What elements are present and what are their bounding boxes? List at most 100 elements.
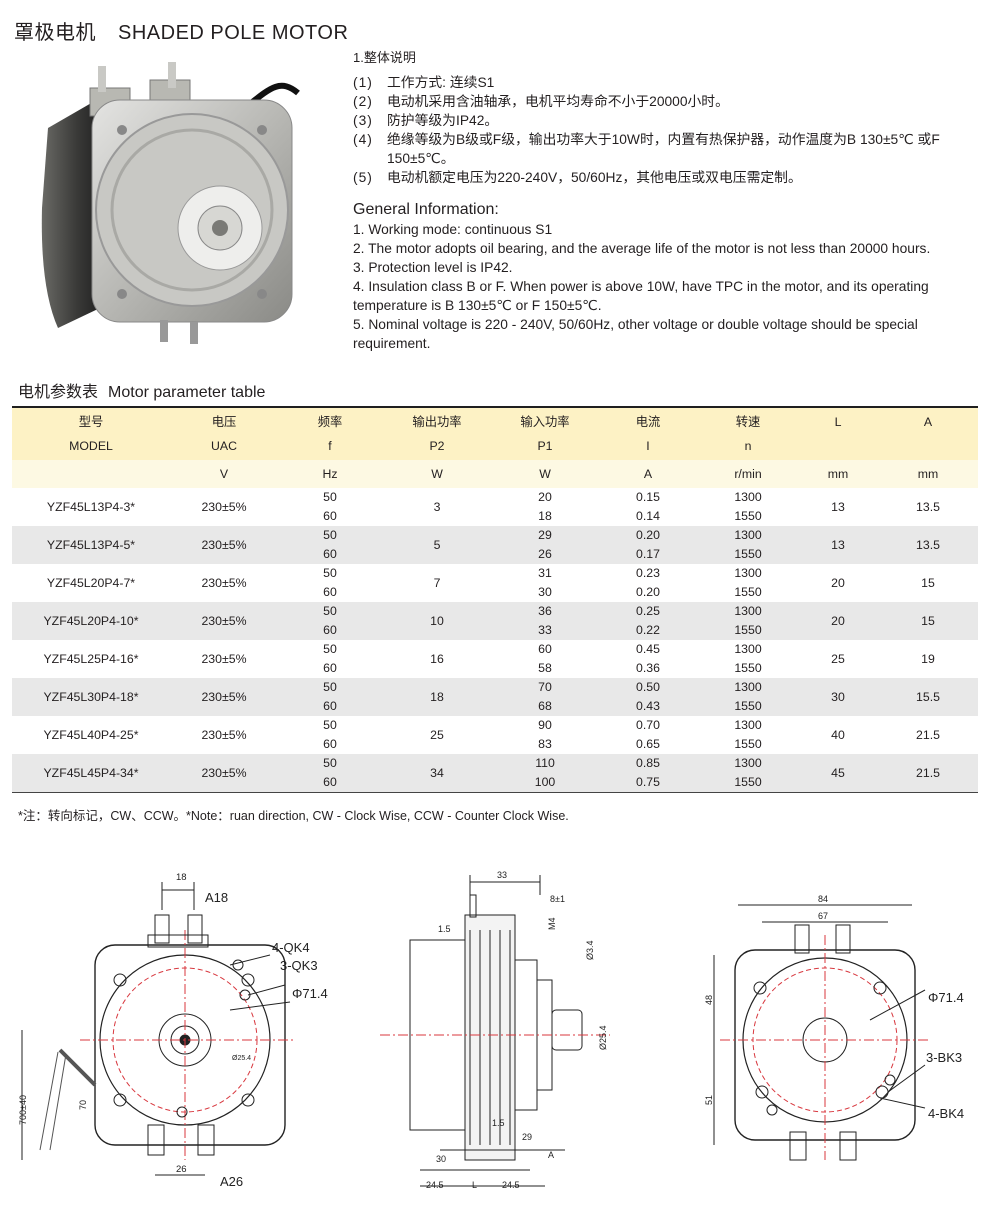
cell-value: 50 bbox=[323, 718, 337, 732]
cell-value: 50 bbox=[323, 490, 337, 504]
voltage-cell: 230±5% bbox=[201, 500, 247, 514]
cell-value: 50 bbox=[323, 528, 337, 542]
header-label-en: f bbox=[328, 439, 332, 453]
cell-value: 18 bbox=[538, 509, 552, 523]
model-cell: YZF45L13P4-3* bbox=[46, 500, 136, 514]
side-dim-15: 1.5 bbox=[438, 924, 451, 934]
cell-value: 83 bbox=[538, 737, 552, 751]
header-label-en: UAC bbox=[211, 439, 237, 453]
cell-value: 60 bbox=[323, 775, 337, 789]
rear-dim-67: 67 bbox=[818, 911, 828, 921]
overview-item-en: 1. Working mode: continuous S1 bbox=[353, 222, 553, 237]
output-power-cell: 16 bbox=[430, 652, 444, 666]
cell-value: 29 bbox=[538, 528, 552, 542]
cell-value: 68 bbox=[538, 699, 552, 713]
cell-value: 90 bbox=[538, 718, 552, 732]
side-dim-245b: 24.5 bbox=[502, 1180, 520, 1190]
cell-value: 0.20 bbox=[636, 585, 660, 599]
cell-value: 0.43 bbox=[636, 699, 660, 713]
a-dimension-cell: 13.5 bbox=[916, 500, 940, 514]
cell-value: 100 bbox=[534, 775, 556, 789]
rear-label-3bk3: 3-BK3 bbox=[926, 1050, 962, 1065]
header-label-cn: L bbox=[834, 415, 842, 429]
cell-value: 1300 bbox=[734, 490, 762, 504]
cell-value: 0.85 bbox=[636, 756, 660, 770]
cell-value: 0.50 bbox=[636, 680, 660, 694]
side-dim-29: 29 bbox=[522, 1132, 532, 1142]
cell-value: 70 bbox=[538, 680, 552, 694]
cell-value: 1300 bbox=[734, 604, 762, 618]
header-label-en: P2 bbox=[429, 439, 445, 453]
voltage-cell: 230±5% bbox=[170, 526, 278, 564]
length-cell: 25 bbox=[831, 652, 845, 666]
voltage-cell: 230±5% bbox=[170, 754, 278, 792]
output-power-cell: 10 bbox=[382, 602, 492, 640]
cell-value: 1550 bbox=[734, 775, 762, 789]
rear-label-dia: Φ71.4 bbox=[928, 990, 964, 1005]
cell-value: 30 bbox=[538, 585, 552, 599]
unit-cell: A bbox=[598, 460, 698, 488]
table-cell-pair: 0.50 0.43 bbox=[598, 678, 698, 716]
side-dim-245a: 24.5 bbox=[426, 1180, 444, 1190]
cell-value: 110 bbox=[535, 756, 555, 770]
cell-value: 26 bbox=[538, 547, 552, 561]
overview-item-en: 5. Nominal voltage is 220 - 240V, 50/60H… bbox=[353, 317, 918, 351]
front-label-a26: A26 bbox=[220, 1174, 243, 1189]
cell-value: 60 bbox=[323, 547, 337, 561]
table-header-cell: L bbox=[798, 408, 878, 460]
side-view-drawing bbox=[380, 875, 610, 1187]
overview-item-cn: (3)防护等级为IP42。 bbox=[353, 113, 499, 128]
cell-value: 60 bbox=[538, 642, 552, 656]
a-dimension-cell: 15 bbox=[878, 602, 978, 640]
rear-view-drawing bbox=[713, 904, 930, 1161]
overview-item-cn: (2)电动机采用含油轴承，电机平均寿命不小于20000小时。 bbox=[353, 94, 729, 109]
a-dimension-cell: 15.5 bbox=[878, 678, 978, 716]
cell-value: 0.17 bbox=[636, 547, 660, 561]
table-header-cell: 输入功率 P1 bbox=[492, 408, 598, 460]
model-cell: YZF45L20P4-10* bbox=[12, 602, 170, 640]
cell-value: 1300 bbox=[734, 642, 762, 656]
a-dimension-cell: 21.5 bbox=[916, 728, 940, 742]
cell-value: 36 bbox=[538, 604, 552, 618]
model-cell: YZF45L40P4-25* bbox=[43, 728, 139, 742]
output-power-cell: 18 bbox=[382, 678, 492, 716]
cell-value: 60 bbox=[323, 509, 337, 523]
table-header-cell: A bbox=[878, 408, 978, 460]
header-label-cn: 输入功率 bbox=[520, 415, 570, 429]
cell-value: 50 bbox=[323, 604, 337, 618]
cell-value: 1550 bbox=[734, 737, 762, 751]
side-dim-254: Ø25.4 bbox=[598, 1025, 608, 1050]
header-label-cn: 电压 bbox=[211, 415, 237, 429]
rear-label-4bk4: 4-BK4 bbox=[928, 1106, 964, 1121]
cell-value: 1300 bbox=[734, 756, 762, 770]
cell-value: 1300 bbox=[734, 528, 762, 542]
output-power-cell: 3 bbox=[433, 500, 441, 514]
technical-drawings: 18 A18 4-QK4 3-QK3 Φ71.4 Ø25.4 26 A26 70… bbox=[18, 870, 964, 1190]
unit-cell: W bbox=[492, 460, 598, 488]
header-label-en: P1 bbox=[537, 439, 553, 453]
a-dimension-cell: 13.5 bbox=[878, 526, 978, 564]
